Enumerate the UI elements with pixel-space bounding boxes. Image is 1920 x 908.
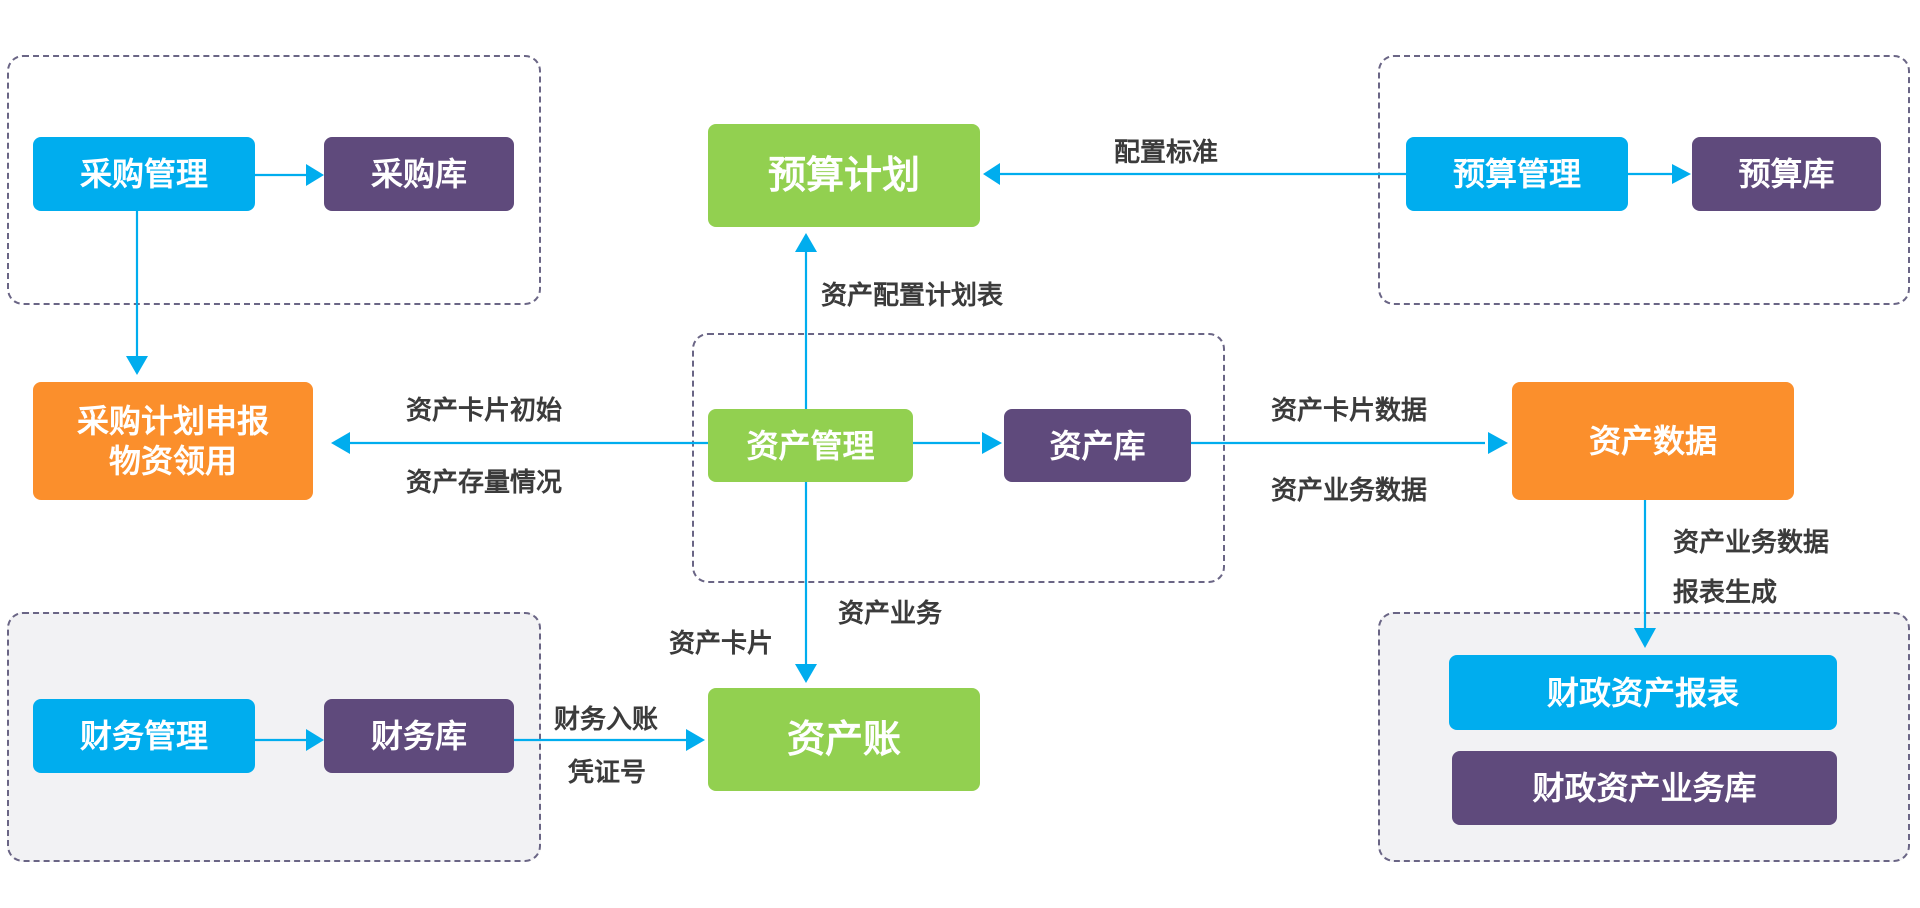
finance-management-label: 财务管理 xyxy=(79,717,208,755)
arrowhead xyxy=(982,432,1002,454)
asset-ledger-label: 资产账 xyxy=(786,716,901,761)
budget-plan-node[interactable]: 预算计划 xyxy=(708,124,980,227)
budget-management-node[interactable]: 预算管理 xyxy=(1406,137,1628,211)
fiscal-asset-report-label: 财政资产报表 xyxy=(1546,673,1739,712)
budget-plan-label: 预算计划 xyxy=(767,152,920,197)
edge-label-finance-posting: 财务入账 xyxy=(554,705,659,735)
edge-label-asset-card-data: 资产卡片数据 xyxy=(1271,396,1428,426)
arrowhead xyxy=(1672,164,1691,184)
arrowhead xyxy=(306,164,324,186)
procurement-group xyxy=(7,55,541,305)
fiscal-asset-report-node[interactable]: 财政资产报表 xyxy=(1449,655,1837,730)
arrowhead xyxy=(983,163,1000,185)
procurement-plan-node[interactable]: 采购计划申报 物资领用 xyxy=(33,382,313,500)
asset-data-node[interactable]: 资产数据 xyxy=(1512,382,1794,500)
arrowhead xyxy=(1634,628,1656,648)
fiscal-asset-business-db-label: 财政资产业务库 xyxy=(1532,769,1757,807)
finance-database-node[interactable]: 财务库 xyxy=(324,699,514,773)
budget-database-node[interactable]: 预算库 xyxy=(1692,137,1881,211)
arrowhead xyxy=(686,729,705,751)
asset-database-label: 资产库 xyxy=(1049,426,1146,465)
procurement-plan-label-line1: 采购计划申报 xyxy=(76,402,269,440)
edge-label-asset-stock-status: 资产存量情况 xyxy=(406,468,563,498)
arrowhead xyxy=(331,432,350,454)
procurement-management-node[interactable]: 采购管理 xyxy=(33,137,255,211)
edge-label-config-standard: 配置标准 xyxy=(1114,138,1219,168)
asset-database-node[interactable]: 资产库 xyxy=(1004,409,1191,482)
asset-data-label: 资产数据 xyxy=(1588,422,1717,460)
edge-label-asset-business-data-2: 资产业务数据 xyxy=(1673,528,1830,558)
budget-group xyxy=(1378,55,1910,305)
procurement-database-label: 采购库 xyxy=(370,155,467,193)
asset-ledger-node[interactable]: 资产账 xyxy=(708,688,980,791)
edge-label-asset-card: 资产卡片 xyxy=(669,629,774,659)
edge-label-asset-card-init: 资产卡片初始 xyxy=(406,396,563,426)
arrowhead xyxy=(795,664,817,683)
finance-management-node[interactable]: 财务管理 xyxy=(33,699,255,773)
finance-database-label: 财务库 xyxy=(370,717,467,755)
procurement-management-label: 采购管理 xyxy=(79,155,208,193)
asset-management-label: 资产管理 xyxy=(746,426,875,465)
procurement-database-node[interactable]: 采购库 xyxy=(324,137,514,211)
asset-management-node[interactable]: 资产管理 xyxy=(708,409,913,482)
budget-database-label: 预算库 xyxy=(1738,155,1835,193)
edge-label-asset-business-data: 资产业务数据 xyxy=(1271,476,1428,506)
arrowhead xyxy=(306,729,324,751)
arrowhead xyxy=(126,356,148,375)
edge-label-voucher-no: 凭证号 xyxy=(568,758,647,788)
edge-label-asset-config-plan-table: 资产配置计划表 xyxy=(821,281,1004,311)
asset-group xyxy=(692,333,1225,583)
procurement-plan-label-line2: 物资领用 xyxy=(108,442,237,480)
budget-management-label: 预算管理 xyxy=(1452,155,1581,193)
arrowhead xyxy=(1488,432,1508,454)
edge-label-asset-business: 资产业务 xyxy=(838,599,943,629)
arrowhead xyxy=(795,233,817,252)
fiscal-asset-business-db-node[interactable]: 财政资产业务库 xyxy=(1452,751,1837,825)
edge-label-report-generation: 报表生成 xyxy=(1673,578,1778,608)
